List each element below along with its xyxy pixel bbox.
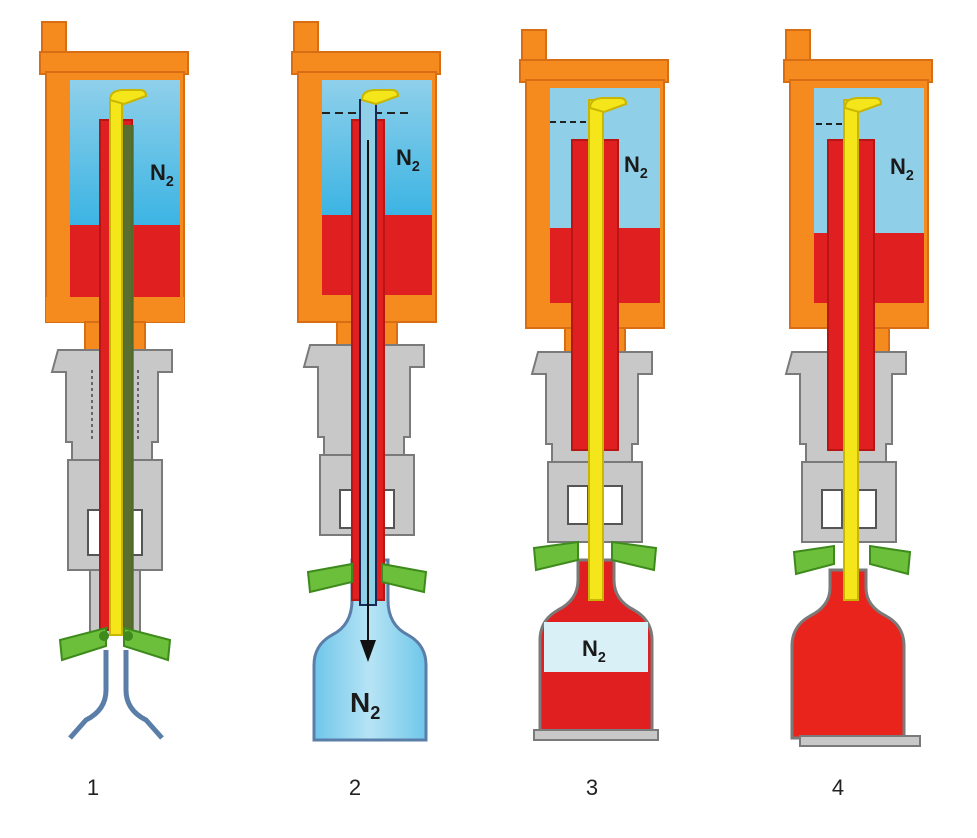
panel-2: N2 N2 xyxy=(291,21,441,742)
panel-4: N2 xyxy=(783,29,933,747)
wings xyxy=(532,540,658,572)
panel-3: N2 N2 xyxy=(519,29,669,741)
clamp-wings xyxy=(58,626,172,662)
gas-label: N2 xyxy=(624,152,648,182)
wings xyxy=(792,544,912,576)
step-number-3: 3 xyxy=(586,775,598,800)
wings xyxy=(306,562,428,594)
step-number-1: 1 xyxy=(87,775,99,800)
gas-label: N2 xyxy=(150,160,174,190)
gas-label: N2 xyxy=(396,145,420,175)
step-number-4: 4 xyxy=(832,775,844,800)
flask-gas-space xyxy=(544,622,648,672)
flow-arrow xyxy=(360,140,376,662)
dip-tube xyxy=(109,99,123,636)
flask-gas-label: N2 xyxy=(582,636,606,666)
transfer-hose xyxy=(68,650,164,740)
step-number-2: 2 xyxy=(349,775,361,800)
gas-label: N2 xyxy=(890,154,914,184)
dip-tube xyxy=(843,99,859,601)
dip-tube xyxy=(588,99,604,601)
flask-gas-label: N2 xyxy=(350,687,380,723)
panel-1: N2 xyxy=(39,21,189,740)
